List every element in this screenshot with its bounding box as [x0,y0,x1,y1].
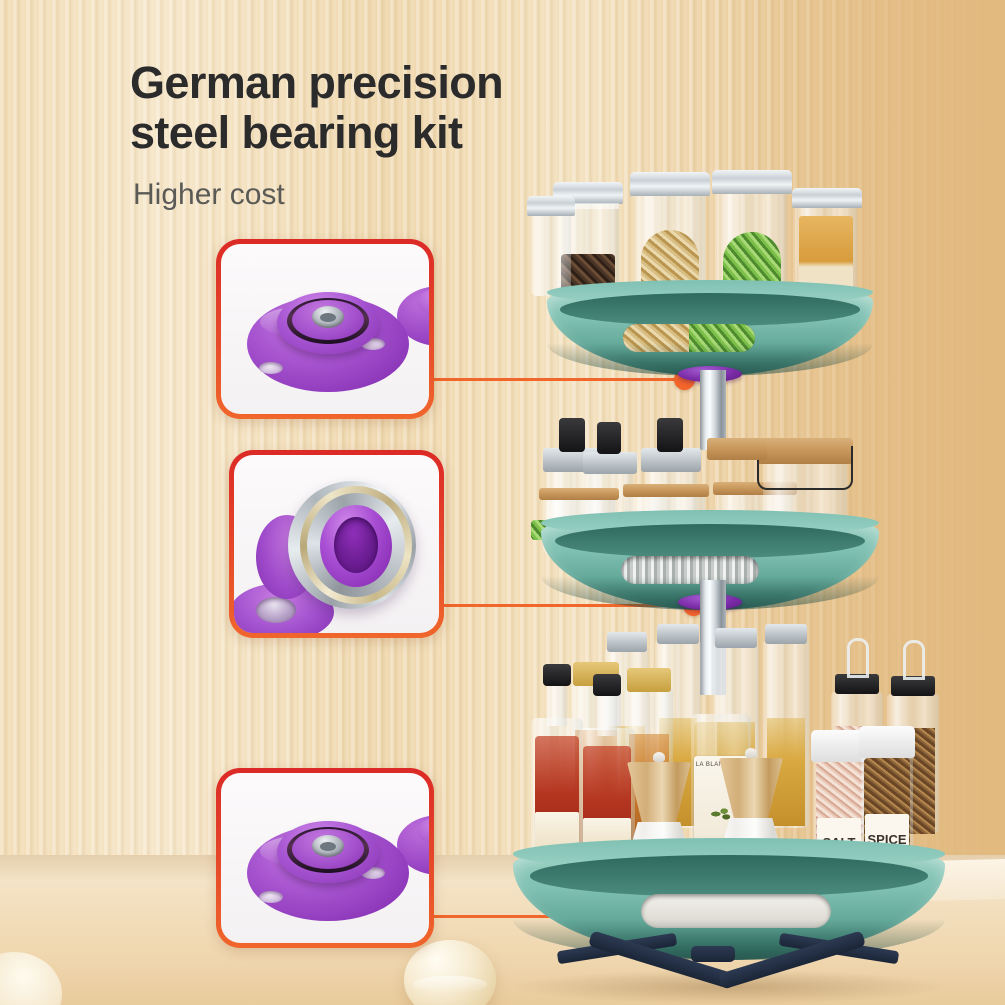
decorative-egg [404,940,496,1005]
wood-lid-jar-1-lid [539,488,619,500]
salt-mill-knob [653,752,665,762]
page-headline: German precision steel bearing kit [130,57,650,159]
spice-shaker-lid [859,726,915,758]
side-wood-lid [707,438,767,460]
top-tier-tray[interactable] [547,280,873,376]
grinder-center-collar [641,448,701,472]
clamp-wire-icon [757,446,853,490]
grinder-left-2-collar [583,452,637,474]
top-tray-inner-wall [560,293,860,327]
oil-pourer-2-spout-icon [903,640,925,680]
grinder-center-knob [657,418,683,452]
bottom-tray-inner-wall [530,855,928,897]
callout-image-bottom [221,773,429,943]
back-bottle-2-cap [657,624,699,644]
secondary-plate-hub-icon [417,817,429,845]
headline-line-1: German precision [130,57,504,108]
hot-sauce-bottle-1-cap [543,664,571,686]
olive-branch-icon [708,805,734,824]
back-bottle-3-cap [715,628,757,648]
screw-hole-icon [256,597,296,623]
oil-pourer-2-stopper [891,676,935,696]
oil-pourer-1-spout-icon [847,638,869,678]
honey-jar-lid [792,188,862,208]
clamp-jar-lid [757,438,853,464]
grinder-left-2-knob [597,422,621,454]
peppercorn-jar-band [557,203,619,209]
callout-steel-ball-bearing[interactable] [229,450,444,638]
back-bottle-1-cap [607,632,647,652]
grain-jar-lid [630,172,710,196]
bottom-tier-tray[interactable] [513,838,945,960]
callout-image-middle [234,455,439,633]
callout-bearing-plate-base[interactable] [216,768,434,948]
center-bolt-icon [312,306,344,328]
wood-lid-jar-2-lid [623,484,709,497]
callout-image-top [221,244,429,414]
hot-sauce-bottle-2-cap [593,674,621,696]
leg-hub [691,946,735,962]
headline-line-2: steel bearing kit [130,107,463,159]
rotating-spice-rack[interactable]: LA BLANQUETA ACEITE DE OLIVA VIRGEN EXTR… [495,170,965,1004]
center-post-upper [700,370,726,450]
center-bolt-icon [312,835,344,857]
side-jar-partial [531,212,571,296]
salt-shaker-lid [811,730,867,762]
oil-pourer-1-stopper [835,674,879,694]
hot-sauce-bottle-1-neck [547,682,567,726]
hot-sauce-bottle-2-neck [597,692,617,736]
screw-hole-icon [259,891,283,903]
grinder-left-knob [559,418,585,452]
secondary-plate-hub-icon [417,288,429,316]
connector-line-middle [444,604,693,607]
callout-bearing-plate-top[interactable] [216,239,434,419]
bearing-bore-icon [334,517,378,573]
back-bottle-4-cap [765,624,807,644]
pepper-mill-knob [745,748,757,758]
connector-line-top [434,378,684,381]
page-subtitle: Higher cost [133,178,285,211]
middle-tray-inner-wall [554,524,866,558]
side-jar-partial-lid [527,196,575,216]
herb-jar-lid [712,170,792,194]
screw-hole-icon [259,362,283,374]
vinegar-bottle-2-cap [627,668,671,692]
